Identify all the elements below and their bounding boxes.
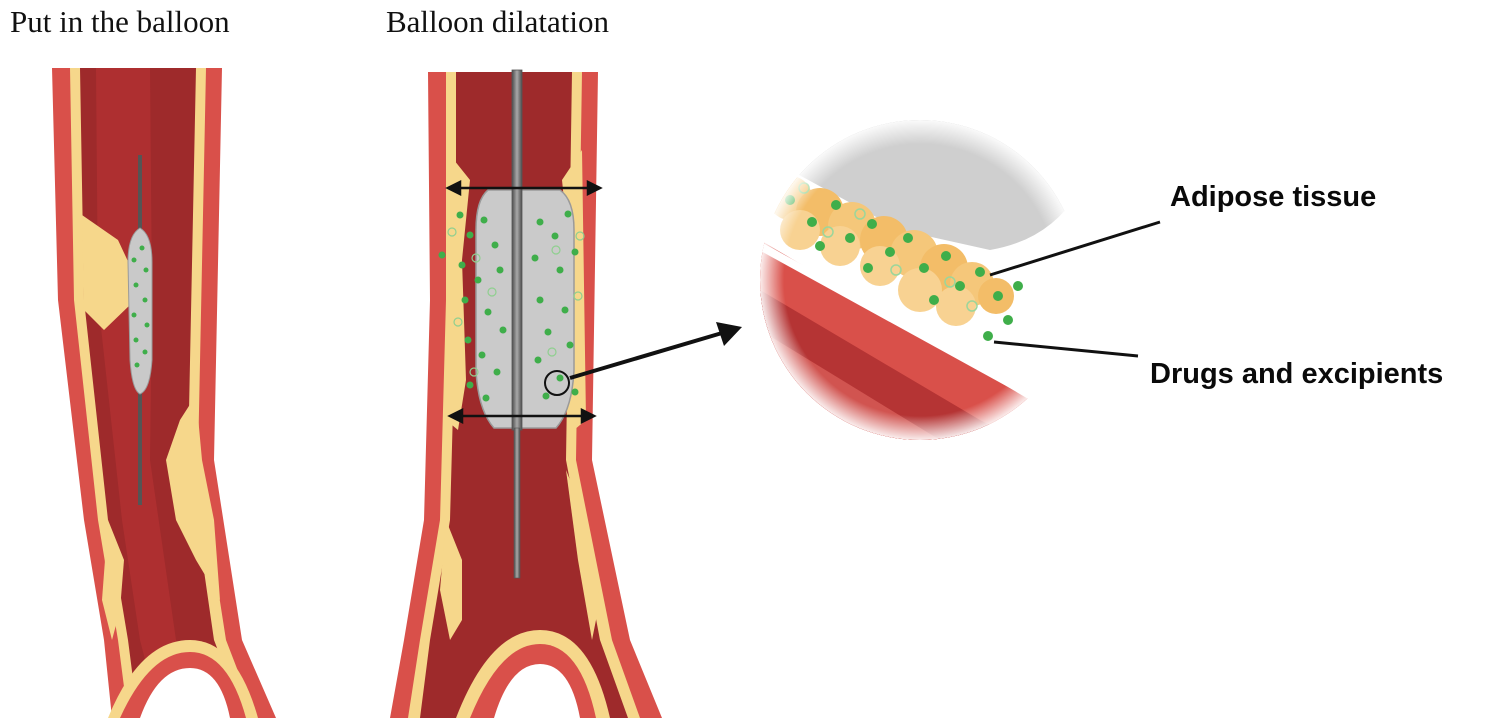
plaque-left-top	[82, 215, 132, 330]
dilation-arrow-top	[445, 179, 603, 197]
callout-line-drugs	[993, 340, 1139, 358]
catheter-middle	[511, 69, 523, 431]
label-drugs-excipients: Drugs and excipients	[1150, 358, 1444, 390]
plaque-middle-left	[446, 150, 470, 430]
plaque-left-bottom	[166, 395, 220, 600]
vessel-left	[52, 68, 276, 718]
zoom-inset	[760, 120, 1080, 440]
vessel-left-inner-wall	[96, 68, 200, 718]
bifurcation-middle-hole	[494, 664, 580, 718]
plaque-middle-lower-right	[566, 470, 600, 640]
zoom-arrow	[569, 322, 742, 380]
plaque-left-lower	[102, 520, 124, 640]
bifurcation-left-hole	[140, 668, 230, 718]
catheter-middle-lower	[513, 427, 521, 579]
balloon-left-drug-particles	[131, 245, 150, 368]
callout-line-adipose	[989, 220, 1161, 277]
zoom-source-circle	[544, 370, 570, 396]
plaque-middle-lower-left	[440, 520, 462, 640]
dilation-arrow-bottom	[447, 407, 597, 425]
label-adipose-tissue: Adipose tissue	[1170, 181, 1377, 213]
title-put-in-balloon: Put in the balloon	[10, 4, 230, 39]
balloon-inflated	[475, 189, 575, 429]
balloon-left	[127, 227, 153, 395]
balloon-middle-drug-particles	[438, 210, 579, 402]
balloon-middle-excipient-rings	[447, 227, 585, 377]
title-balloon-dilatation: Balloon dilatation	[386, 4, 609, 39]
vessel-middle	[390, 69, 662, 718]
